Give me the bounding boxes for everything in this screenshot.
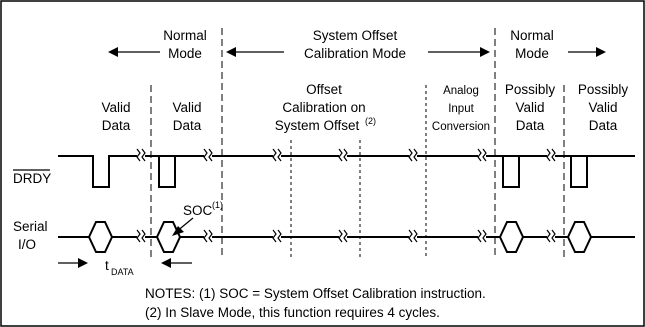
soc-pointer-head: [172, 226, 184, 236]
col-valid-data-1-line2: Data: [102, 118, 131, 133]
col-offset-cal-sup: (2): [365, 116, 376, 126]
col-possibly-valid-2-line1: Possibly: [578, 82, 629, 97]
signal-serial-io-line1: Serial: [13, 219, 48, 234]
mode-normal-right-line2: Mode: [515, 46, 549, 61]
col-valid-data-1-line1: Valid: [101, 100, 130, 115]
col-analog-line2: Input: [448, 103, 474, 115]
signal-serial-io-line2: I/O: [18, 237, 36, 252]
col-offset-cal-line3: System Offset: [275, 118, 360, 133]
tdata-arrow-right-head: [161, 258, 171, 268]
col-possibly-valid-1-line2: Valid: [515, 100, 544, 115]
arrow-calibration-right-head: [480, 47, 490, 57]
col-valid-data-2-line1: Valid: [172, 100, 201, 115]
notes-line2: (2) In Slave Mode, this function require…: [145, 305, 440, 320]
col-valid-data-2-line2: Data: [173, 118, 202, 133]
drdy-pulse-3: [502, 156, 520, 188]
col-possibly-valid-1-line1: Possibly: [505, 82, 556, 97]
mode-normal-left-line2: Mode: [168, 46, 202, 61]
mode-system-offset-line2: Calibration Mode: [304, 46, 406, 61]
mode-normal-left-line1: Normal: [163, 28, 207, 43]
soc-sup: (1): [212, 200, 223, 210]
tdata-label: t: [105, 258, 109, 273]
drdy-pulse-2: [158, 156, 176, 188]
serial-io-packet-2: [155, 221, 182, 253]
col-offset-cal-line2: Calibration on: [282, 100, 365, 115]
col-possibly-valid-2-line2: Valid: [588, 100, 617, 115]
soc-label: SOC: [183, 203, 213, 218]
col-analog-line1: Analog: [443, 85, 479, 97]
tdata-sub: DATA: [111, 267, 134, 277]
tdata-arrow-left-head: [78, 258, 88, 268]
col-analog-line3: Conversion: [432, 121, 490, 133]
drdy-breaks: [136, 148, 556, 164]
mode-system-offset-line1: System Offset: [313, 28, 398, 43]
signal-drdy-label: DRDY: [13, 171, 51, 186]
serial-io-breaks: [136, 229, 556, 245]
serial-io-packet-1: [87, 221, 114, 253]
arrow-calibration-left-head: [226, 47, 236, 57]
arrow-left-head: [108, 47, 118, 57]
mode-normal-right-line1: Normal: [510, 28, 554, 43]
col-possibly-valid-2-line3: Data: [589, 118, 618, 133]
serial-io-packet-3: [498, 221, 525, 253]
arrow-right-head: [596, 47, 606, 57]
serial-io-packet-4: [566, 221, 593, 253]
notes-line1: NOTES: (1) SOC = System Offset Calibrati…: [145, 286, 486, 301]
drdy-waveform-part1: [58, 155, 635, 188]
col-offset-cal-line1: Offset: [306, 82, 342, 97]
col-possibly-valid-1-line3: Data: [516, 118, 545, 133]
drdy-pulse-4: [570, 156, 588, 188]
